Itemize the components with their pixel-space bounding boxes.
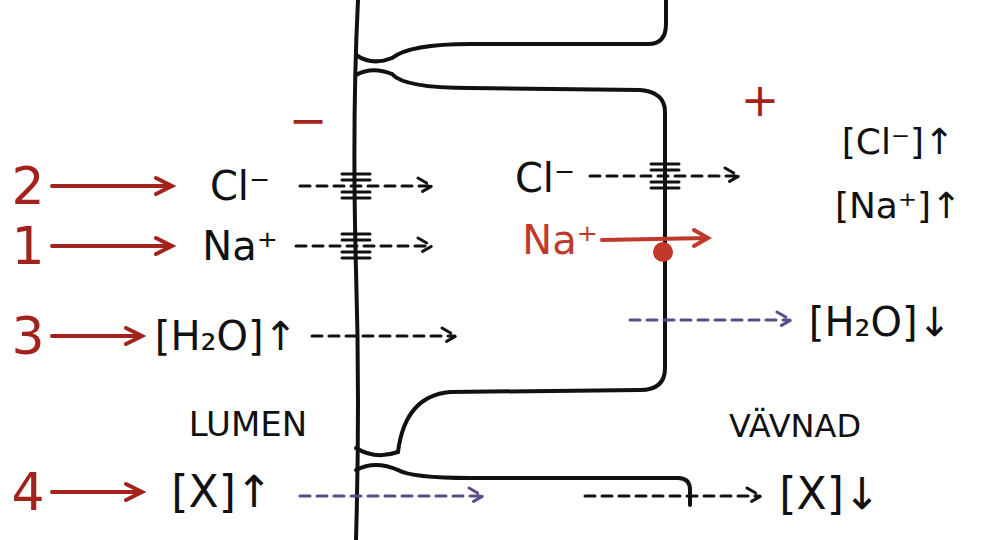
ion-label: Cl⁻ <box>515 158 575 198</box>
flow-arrow <box>312 328 456 344</box>
cell-outline <box>392 74 665 452</box>
callout-arrow <box>52 328 142 344</box>
charge-sign: − <box>289 97 328 143</box>
tight-junction <box>356 448 398 470</box>
apical-membrane <box>354 0 358 540</box>
ion-label: Na⁺ <box>522 220 598 260</box>
tight-junction <box>356 55 392 75</box>
solute-flow-arrow <box>300 488 483 504</box>
callout-arrow <box>52 178 172 194</box>
neighbour-cell-outline <box>392 0 666 58</box>
region-label: LUMEN <box>189 407 307 441</box>
callout-arrow <box>52 238 172 254</box>
callout-arrow <box>52 484 142 500</box>
charge-sign: + <box>741 77 780 123</box>
flow-arrow <box>590 168 739 184</box>
concentration-label: [X]↑ <box>171 470 272 514</box>
callout-number: 3 <box>11 310 44 362</box>
concentration-label: [H₂O]↑ <box>155 316 297 356</box>
ion-label: Cl⁻ <box>210 166 270 206</box>
ion-label: Na⁺ <box>202 226 278 266</box>
flow-arrow <box>300 178 432 194</box>
flow-arrow <box>585 488 761 504</box>
water-flow-arrow <box>630 312 791 328</box>
neighbour-cell-outline <box>398 470 690 505</box>
callout-number: 1 <box>11 220 44 272</box>
concentration-label: [Cl⁻]↑ <box>842 124 954 160</box>
concentration-label: [Na⁺]↑ <box>835 188 961 224</box>
concentration-label: [H₂O]↓ <box>809 302 951 342</box>
na-pump <box>653 242 673 262</box>
region-label: VÄVNAD <box>729 410 861 442</box>
callout-number: 4 <box>11 466 44 518</box>
concentration-label: [X]↓ <box>779 472 880 516</box>
callout-number: 2 <box>11 160 44 212</box>
pump-arrow <box>602 230 708 246</box>
flow-arrow <box>296 238 432 254</box>
